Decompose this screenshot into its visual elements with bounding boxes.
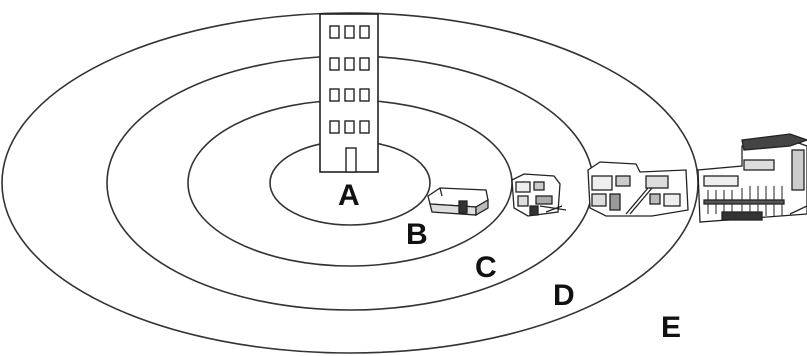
apartment-block-icon (697, 133, 807, 223)
tall-building-icon (319, 13, 379, 173)
zone-label-b: B (406, 218, 428, 251)
zone-label-e: E (661, 311, 681, 344)
zone-label-c: C (475, 251, 497, 284)
medium-house-icon (511, 173, 567, 217)
small-house-icon (427, 187, 489, 217)
zone-labels: A B C D E (338, 179, 681, 344)
large-house-icon (587, 161, 689, 217)
zone-label-d: D (553, 279, 575, 312)
zone-label-a: A (338, 179, 360, 212)
